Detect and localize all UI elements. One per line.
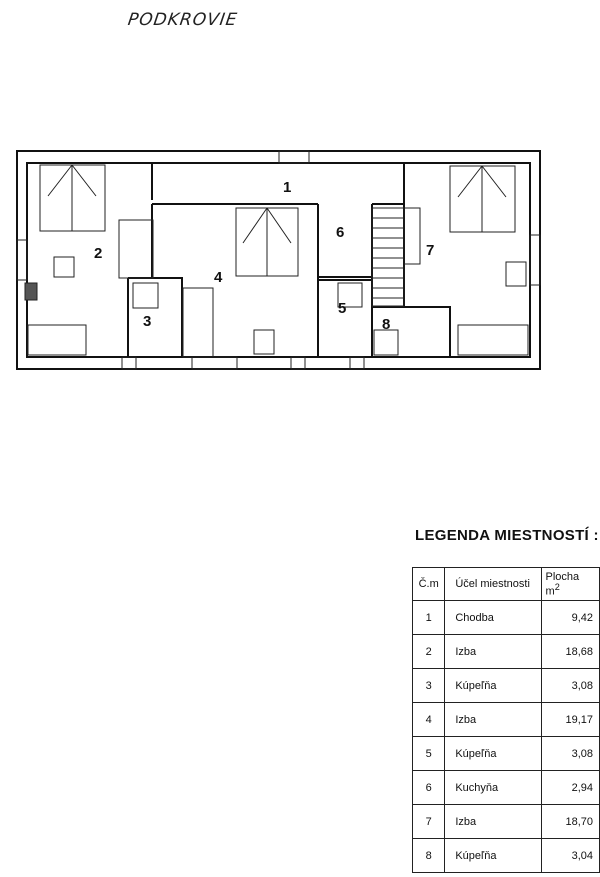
furniture — [24, 164, 529, 358]
stairs — [371, 207, 405, 307]
cell-number: 6 — [411, 770, 446, 805]
room-number-3: 3 — [143, 313, 151, 330]
room-numbers: 1 2 3 4 5 6 7 8 — [94, 179, 434, 333]
cell-number: 8 — [411, 838, 446, 873]
window — [290, 356, 306, 370]
cell-purpose: Kuchyňa — [444, 770, 542, 805]
cell-area: 3,04 — [540, 838, 600, 873]
cell-purpose: Izba — [444, 634, 542, 669]
room-number-6: 6 — [336, 224, 344, 241]
cell-purpose: Izba — [444, 804, 542, 839]
window — [16, 239, 28, 281]
cell-number: 1 — [411, 600, 446, 635]
cell-area: 2,94 — [540, 770, 600, 805]
table — [53, 256, 75, 278]
cell-area: 18,70 — [540, 804, 600, 839]
room-number-5: 5 — [338, 300, 346, 317]
room-number-4: 4 — [214, 269, 223, 286]
fireplace — [24, 282, 38, 301]
bed — [27, 324, 87, 356]
cell-area: 19,17 — [540, 702, 600, 737]
cell-number: 7 — [411, 804, 446, 839]
cell-number: 4 — [411, 702, 446, 737]
cell-purpose: Kúpeľňa — [444, 668, 542, 703]
cell-purpose: Kúpeľňa — [444, 838, 542, 873]
cell-purpose: Kúpeľňa — [444, 736, 542, 771]
cell-number: 3 — [411, 668, 446, 703]
shower — [337, 282, 363, 308]
window — [349, 356, 365, 370]
cell-purpose: Izba — [444, 702, 542, 737]
shower — [132, 282, 159, 309]
header-number: Č.m — [411, 567, 446, 601]
shower — [373, 329, 399, 356]
cell-area: 3,08 — [540, 668, 600, 703]
floor-plan: 1 2 3 4 5 6 7 8 — [16, 150, 541, 370]
window — [191, 356, 238, 370]
room-number-7: 7 — [426, 242, 434, 259]
cell-area: 3,08 — [540, 736, 600, 771]
window — [278, 150, 310, 164]
cell-number: 5 — [411, 736, 446, 771]
bed — [182, 287, 214, 358]
cell-number: 2 — [411, 634, 446, 669]
room-number-8: 8 — [382, 316, 390, 333]
walls — [16, 150, 541, 370]
wardrobe — [403, 207, 421, 265]
legend-title: LEGENDA MIESTNOSTÍ : — [415, 527, 599, 544]
room-number-1: 1 — [283, 179, 291, 196]
cell-area: 18,68 — [540, 634, 600, 669]
header-purpose: Účel miestnosti — [444, 567, 542, 601]
bed — [457, 324, 529, 356]
window — [529, 234, 541, 286]
inner-wall — [26, 162, 531, 358]
cell-purpose: Chodba — [444, 600, 542, 635]
window — [121, 356, 137, 370]
wardrobe — [118, 219, 154, 279]
table — [253, 329, 275, 355]
room-number-2: 2 — [94, 245, 102, 262]
cell-area: 9,42 — [540, 600, 600, 635]
table — [505, 261, 527, 287]
